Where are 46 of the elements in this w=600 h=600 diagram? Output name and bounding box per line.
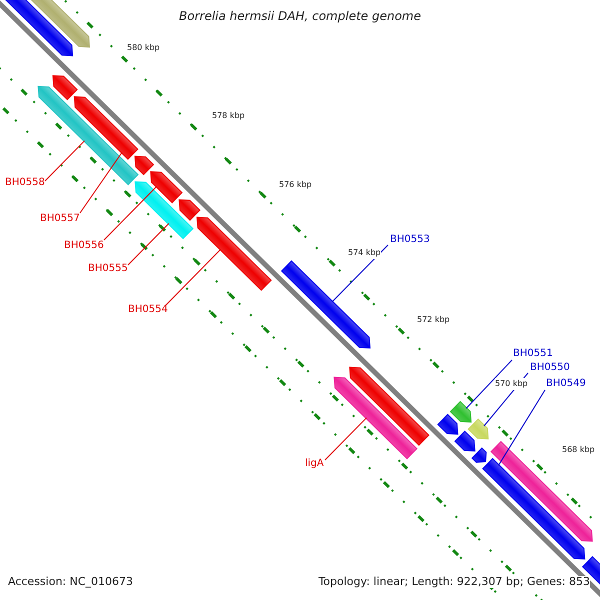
gene-label: BH0551	[513, 348, 553, 360]
gene-label: BH0558	[5, 177, 45, 189]
accession-note: Accession: NC_010673	[8, 576, 134, 588]
gene-feature	[74, 96, 138, 160]
gene-feature	[482, 458, 586, 560]
gene-label: ligA	[305, 458, 324, 470]
gene-label: BH0557	[40, 213, 80, 225]
gene-label: BH0550	[530, 362, 570, 374]
scale-label: 570 kbp	[495, 378, 528, 390]
leader-line	[166, 248, 222, 306]
leader-line	[128, 223, 170, 266]
scale-label: 574 kbp	[348, 247, 381, 259]
gene-feature	[134, 156, 154, 176]
scale-label: 580 kbp	[127, 42, 160, 54]
leader-line	[332, 244, 388, 302]
genome-summary: Topology: linear; Length: 922,307 bp; Genes: 853	[318, 576, 590, 588]
scale-label: 572 kbp	[417, 314, 450, 326]
gene-label: BH0554	[128, 304, 168, 316]
scale-label: 578 kbp	[212, 110, 245, 122]
gene-feature	[450, 400, 472, 423]
leader-line	[44, 140, 85, 182]
gene-label: BH0556	[64, 240, 104, 252]
gene-feature	[52, 75, 78, 100]
gene-label: BH0553	[390, 234, 430, 246]
gene-feature	[437, 414, 458, 435]
gene-feature	[150, 171, 183, 204]
gene-feature	[280, 260, 371, 348]
leader-line	[498, 390, 546, 466]
gene-feature	[490, 440, 593, 542]
leader-line	[104, 186, 158, 240]
scale-label: 576 kbp	[279, 179, 312, 191]
gene-feature	[334, 376, 418, 460]
gene-feature	[468, 418, 489, 440]
gene-feature	[471, 447, 487, 463]
gene-feature	[4, 0, 74, 56]
gene-label: BH0555	[88, 263, 128, 275]
gene-feature	[349, 366, 430, 446]
scale-label: 568 kbp	[562, 444, 595, 456]
gene-feature	[196, 216, 272, 291]
leader-line	[324, 417, 367, 460]
gene-label: BH0549	[546, 378, 586, 390]
gene-feature	[454, 430, 476, 452]
gene-feature	[178, 199, 200, 221]
map-title: Borrelia hermsii DAH, complete genome	[178, 10, 422, 22]
leader-line	[80, 152, 122, 214]
leader-line	[466, 360, 512, 409]
